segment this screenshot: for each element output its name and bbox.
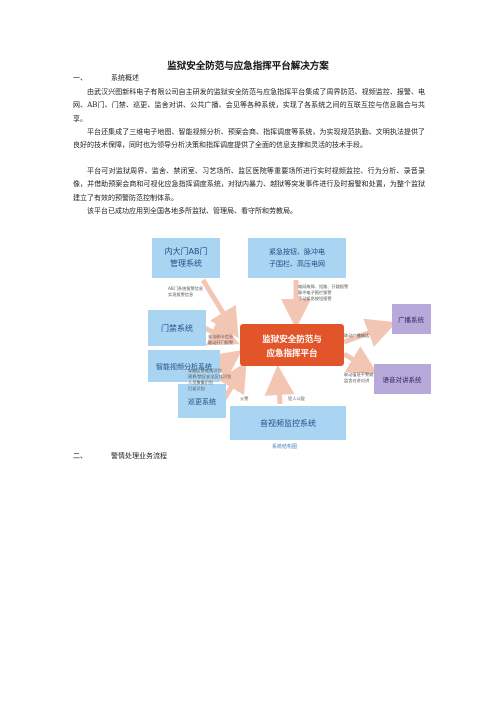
paragraph: 平台可对监狱周界、监舍、禁闭室、习艺场所、监区医院等重要场所进行实时视频监控、行…	[73, 167, 425, 202]
paragraph: 该平台已成功应用到全国各地多所监狱、管理局、看守所和劳教局。	[87, 207, 297, 215]
svg-text:音视频监控系统: 音视频监控系统	[260, 418, 316, 428]
annotation-access: 联动开门报警	[208, 339, 234, 346]
svg-text:子围栏、高压电网: 子围栏、高压电网	[269, 259, 325, 268]
svg-text:语音对讲系统: 语音对讲系统	[383, 375, 423, 384]
annotation-access: 非法刷卡信息	[208, 333, 233, 340]
node-intercom: 语音对讲系统	[374, 364, 431, 394]
annotation-broadcast: 联动广播喊话	[344, 332, 369, 339]
svg-text:巡更系统: 巡更系统	[188, 397, 216, 406]
annotation-intercom: 监舍对讲对讲	[344, 377, 369, 384]
node-alarm: 紧急按钮、脉冲电 子围栏、高压电网	[248, 238, 346, 278]
annotation-video-analysis: 打架识别	[188, 385, 205, 392]
svg-text:内大门AB门: 内大门AB门	[165, 246, 208, 256]
node-center-platform: 监狱安全防范与 应急指挥平台	[240, 324, 344, 366]
svg-text:管理系统: 管理系统	[170, 258, 202, 268]
annotation-ab-gate: AB门系统报警信息	[168, 285, 203, 292]
annotation-video-analysis: 穿越区警戒线识别	[188, 367, 222, 374]
section-1-heading: 一、 系统概述	[73, 73, 139, 83]
svg-text:紧急按钮、脉冲电: 紧急按钮、脉冲电	[269, 247, 325, 256]
system-structure-diagram: 内大门AB门 管理系统 紧急按钮、脉冲电 子围栏、高压电网 门禁系统 智能视频分…	[148, 238, 431, 450]
section-2-heading: 二、 警情处理业务流程	[73, 451, 167, 461]
section-title: 系统概述	[111, 74, 139, 82]
annotation-av-monitor: 犯人斗殴	[288, 395, 306, 402]
page-title: 监狱安全防范与应急指挥平台解决方案	[167, 61, 329, 72]
annotation-ab-gate: 实现报警信息	[168, 291, 193, 298]
node-video-analysis: 智能视频分析系统	[148, 350, 220, 382]
svg-text:门禁系统: 门禁系统	[161, 323, 193, 333]
svg-text:广播系统: 广播系统	[398, 315, 425, 324]
svg-text:监狱安全防范与: 监狱安全防范与	[262, 334, 322, 345]
node-ab-gate: 内大门AB门 管理系统	[152, 238, 220, 278]
annotation-alarm: 电网故障、短路、开路报警	[298, 283, 349, 290]
section-title: 警情处理业务流程	[111, 452, 167, 460]
annotations: AB门系统报警信息 实现报警信息 电网故障、短路、开路报警 脉冲电子围栏报警 手…	[168, 283, 374, 402]
annotation-video-analysis: 人员聚集识别	[188, 379, 213, 386]
annotation-intercom: 联动值班干警或	[344, 371, 374, 378]
diagram-caption: 系统结构图	[272, 443, 297, 450]
annotation-patrol: 火警	[240, 395, 249, 402]
node-broadcast: 广播系统	[392, 304, 431, 334]
section-number: 二、	[73, 452, 87, 460]
annotation-alarm: 脉冲电子围栏报警	[298, 289, 332, 296]
section-number: 一、	[73, 74, 87, 82]
node-av-monitor: 音视频监控系统	[230, 406, 346, 440]
annotation-alarm: 手动紧急按钮报警	[298, 295, 332, 302]
paragraph: 由武汉兴图新科电子有限公司自主研发的监狱安全防范与应急指挥平台集成了周界防范、视…	[73, 88, 425, 123]
node-patrol: 巡更系统	[178, 384, 226, 418]
node-access: 门禁系统	[148, 310, 206, 346]
paragraph: 平台还集成了三维电子地图、智能视频分析、预案会商、指挥调度等系统，为实现规范执勤…	[73, 128, 425, 150]
annotation-video-analysis: 周界/禁区安全区域识别	[188, 373, 231, 380]
svg-text:应急指挥平台: 应急指挥平台	[266, 348, 318, 359]
svg-text:智能视频分析系统: 智能视频分析系统	[156, 362, 212, 371]
